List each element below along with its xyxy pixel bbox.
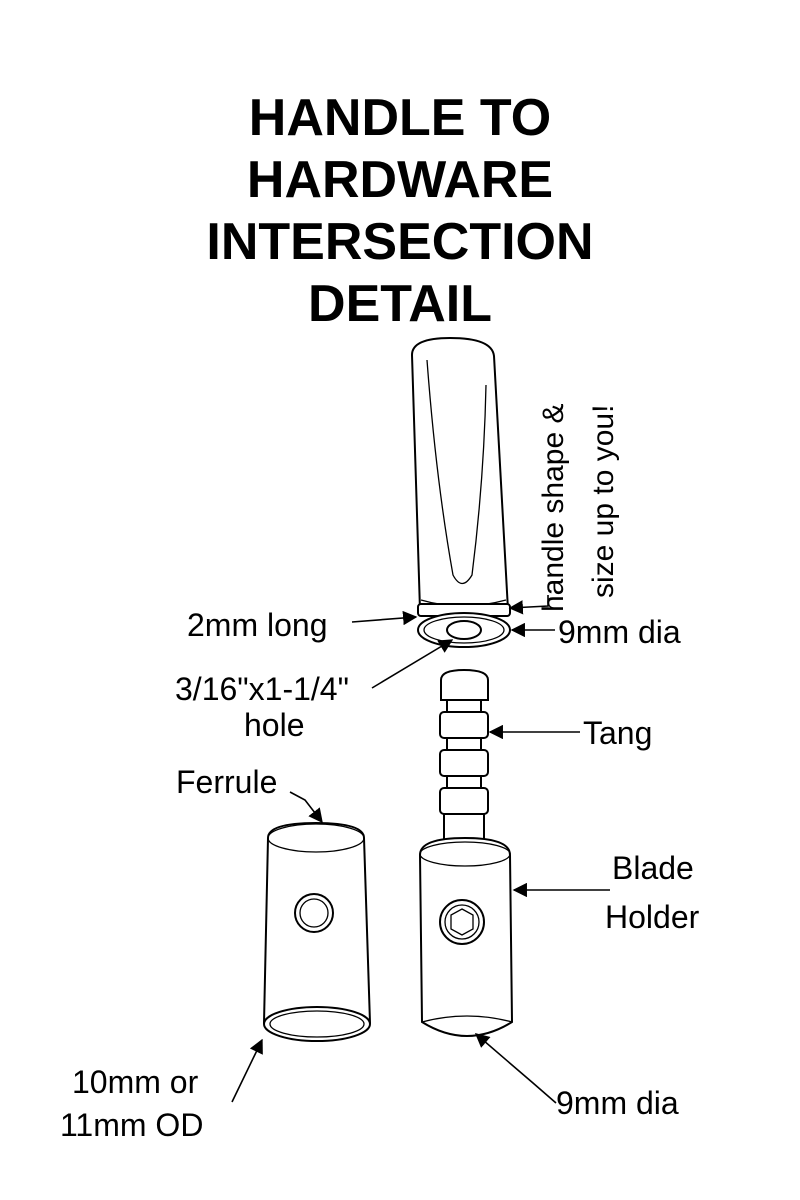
nine-mm-dia-bottom-label: 9mm dia bbox=[556, 1085, 679, 1121]
title-line-2: HARDWARE bbox=[246, 151, 554, 209]
nine-mm-dia-top-label: 9mm dia bbox=[558, 614, 681, 650]
leader-lines bbox=[231, 595, 610, 1104]
handle-drawing bbox=[410, 336, 511, 648]
ferrule-drawing bbox=[262, 821, 372, 1042]
hole-label-line-2: hole bbox=[244, 707, 305, 743]
two-mm-long-label: 2mm long bbox=[187, 607, 328, 643]
od-label-line-2: 11mm OD bbox=[60, 1107, 203, 1143]
blade-holder-label-line-1: Blade bbox=[612, 850, 694, 886]
handle-note-line-1: handle shape & bbox=[537, 403, 570, 612]
ferrule-label: Ferrule bbox=[176, 764, 277, 800]
title-line-3: INTERSECTION bbox=[206, 213, 594, 271]
od-label-line-1: 10mm or bbox=[72, 1064, 199, 1100]
hole-label-line-1: 3/16"x1-1/4" bbox=[175, 671, 349, 707]
tang-drawing bbox=[439, 668, 489, 845]
blade-holder-drawing bbox=[418, 836, 514, 1037]
title-line-4: DETAIL bbox=[308, 275, 492, 333]
blade-holder-label-line-2: Holder bbox=[605, 899, 700, 935]
tang-label: Tang bbox=[583, 715, 652, 751]
title-line-1: HANDLE TO bbox=[248, 89, 552, 147]
handle-note-line-2: size up to you! bbox=[587, 405, 620, 598]
